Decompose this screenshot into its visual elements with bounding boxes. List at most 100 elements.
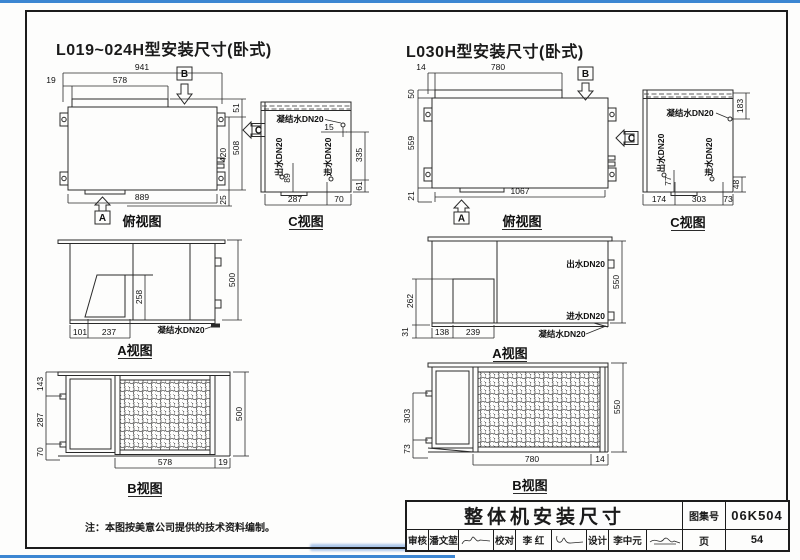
left-b-view-unit-body <box>57 371 231 457</box>
left-top-view-unit-body <box>59 98 226 195</box>
dim-420: 420 <box>218 148 228 162</box>
right-c-view-dimension-lines <box>642 92 750 206</box>
dim-237: 237 <box>102 327 116 337</box>
left-group-title: L019~024H型安装尺寸(卧式) <box>56 42 272 59</box>
dim-550: 550 <box>611 275 621 289</box>
dim-174: 174 <box>652 194 666 204</box>
left-b-view-label: B视图 <box>127 481 162 496</box>
left-a-view-label: A视图 <box>117 343 152 358</box>
dim-287: 287 <box>35 413 45 427</box>
left-b-view-drawing: 143 287 70 578 19 500 B视图 <box>35 371 249 497</box>
drawing-note: 注：本图按美意公司提供的技术资料编制。 <box>85 523 275 534</box>
dim-70: 70 <box>35 447 45 457</box>
right-a-view-drawing: 262 31 138 239 出水DN20 进水DN20 550 凝结水DN20… <box>400 236 626 362</box>
left-c-view-unit-body <box>260 101 352 196</box>
svg-text:B: B <box>181 69 188 80</box>
dim-559: 559 <box>406 136 416 150</box>
view-arrow-c-icon: C <box>615 128 639 148</box>
left-b-view-dimension-lines <box>45 371 249 469</box>
inlet-label: 进水DN20 <box>704 137 714 176</box>
right-b-view-unit-body <box>425 362 609 453</box>
signature-squiggle <box>649 537 680 545</box>
right-top-view-label: 俯视图 <box>502 214 541 229</box>
right-top-view-unit-body <box>423 89 617 193</box>
dim-578: 578 <box>113 75 127 85</box>
right-b-view-drawing: 303 73 780 14 550 B视图 <box>402 362 627 494</box>
left-top-view-dimension-lines <box>62 72 246 207</box>
designer-label: 设计 <box>587 530 609 550</box>
left-top-view-label: 俯视图 <box>122 214 161 229</box>
dim-578: 578 <box>158 457 172 467</box>
reviewer-label: 审核 <box>407 530 429 550</box>
left-c-view-label: C视图 <box>288 214 323 229</box>
outlet-label: 出水DN20 <box>566 259 605 269</box>
dim-51: 51 <box>231 103 241 113</box>
dim-500: 500 <box>227 273 237 287</box>
proofreader-label: 校对 <box>494 530 516 550</box>
dim-1067: 1067 <box>511 186 530 196</box>
dim-70: 70 <box>334 194 344 204</box>
right-a-view-unit-body <box>427 236 615 328</box>
dim-25: 25 <box>218 195 228 205</box>
grille-honeycomb-mesh <box>477 371 601 448</box>
right-group-title: L030H型安装尺寸(卧式) <box>406 44 584 61</box>
left-c-view-drawing: 凝结水DN20 15 出水DN20 进水DN20 89 335 61 287 7… <box>260 101 369 230</box>
title-block-row-1: 整体机安装尺寸 图集号 06K504 <box>407 502 788 530</box>
scan-artifact-top-line <box>0 0 800 3</box>
signature-squiggle <box>556 535 584 544</box>
dim-780: 780 <box>525 454 539 464</box>
dim-21: 21 <box>406 191 416 201</box>
inlet-label: 进水DN20 <box>566 311 605 321</box>
dim-14: 14 <box>416 62 426 72</box>
dim-303: 303 <box>402 409 412 423</box>
title-block-row-2: 审核 潘文堃 校对 李 红 设计 李中元 页 54 <box>407 530 788 550</box>
dim-73: 73 <box>402 444 412 454</box>
view-arrow-a-icon: A <box>452 199 471 225</box>
right-c-view-unit-body <box>642 89 734 196</box>
atlas-number-label: 图集号 <box>683 502 726 529</box>
page-label: 页 <box>683 530 726 550</box>
sheet-title: 整体机安装尺寸 <box>407 502 683 529</box>
dim-50: 50 <box>406 89 416 99</box>
inlet-label: 进水DN20 <box>323 137 333 176</box>
grille-honeycomb-mesh <box>119 379 211 451</box>
page-number: 54 <box>750 534 764 546</box>
designer-name: 李中元 <box>609 530 647 550</box>
proofreader-signature <box>552 530 587 550</box>
left-a-view-drawing: 258 500 101 237 凝结水DN20 A视图 <box>57 239 242 359</box>
dim-101: 101 <box>73 327 87 337</box>
title-block: 整体机安装尺寸 图集号 06K504 审核 潘文堃 校对 李 红 设计 李中元 … <box>405 500 790 552</box>
outlet-label: 出水DN20 <box>274 137 284 176</box>
dim-19: 19 <box>218 457 228 467</box>
dim-258: 258 <box>134 290 144 304</box>
dim-61: 61 <box>354 181 364 191</box>
dim-335: 335 <box>354 148 364 162</box>
reviewer-signature <box>459 530 494 550</box>
dim-31: 31 <box>400 327 410 337</box>
dim-239: 239 <box>466 327 480 337</box>
right-b-view-dimension-lines <box>412 362 627 466</box>
scan-artifact-bottom-line <box>0 555 455 558</box>
left-top-view-drawing: 941 578 19 51 420 508 25 889 B C A 俯视图 <box>46 62 266 229</box>
right-top-view-drawing: 780 14 50 559 21 1067 B C A 俯视图 <box>406 62 639 230</box>
dim-550: 550 <box>612 400 622 414</box>
condensate-label: 凝结水DN20 <box>157 325 205 335</box>
left-a-view-dimension-lines <box>69 239 242 339</box>
right-b-view-label: B视图 <box>512 478 547 493</box>
outlet-label: 出水DN20 <box>656 133 666 172</box>
right-c-view-drawing: 183 凝结水DN20 出水DN20 进水DN20 77 48 174 303 … <box>642 89 750 231</box>
condensate-label: 凝结水DN20 <box>538 329 586 339</box>
condensate-label: 凝结水DN20 <box>666 108 714 118</box>
dim-19: 19 <box>46 75 56 85</box>
right-top-view-dimension-lines <box>417 72 606 203</box>
dim-500: 500 <box>234 407 244 421</box>
right-c-view-label: C视图 <box>670 215 705 230</box>
dim-889: 889 <box>135 192 149 202</box>
condensate-label: 凝结水DN20 <box>276 114 324 124</box>
right-a-view-label: A视图 <box>492 346 527 361</box>
dim-183: 183 <box>735 99 745 113</box>
signature-squiggle <box>461 536 491 545</box>
view-arrow-a-icon: A <box>93 196 112 225</box>
dim-508: 508 <box>231 141 241 155</box>
